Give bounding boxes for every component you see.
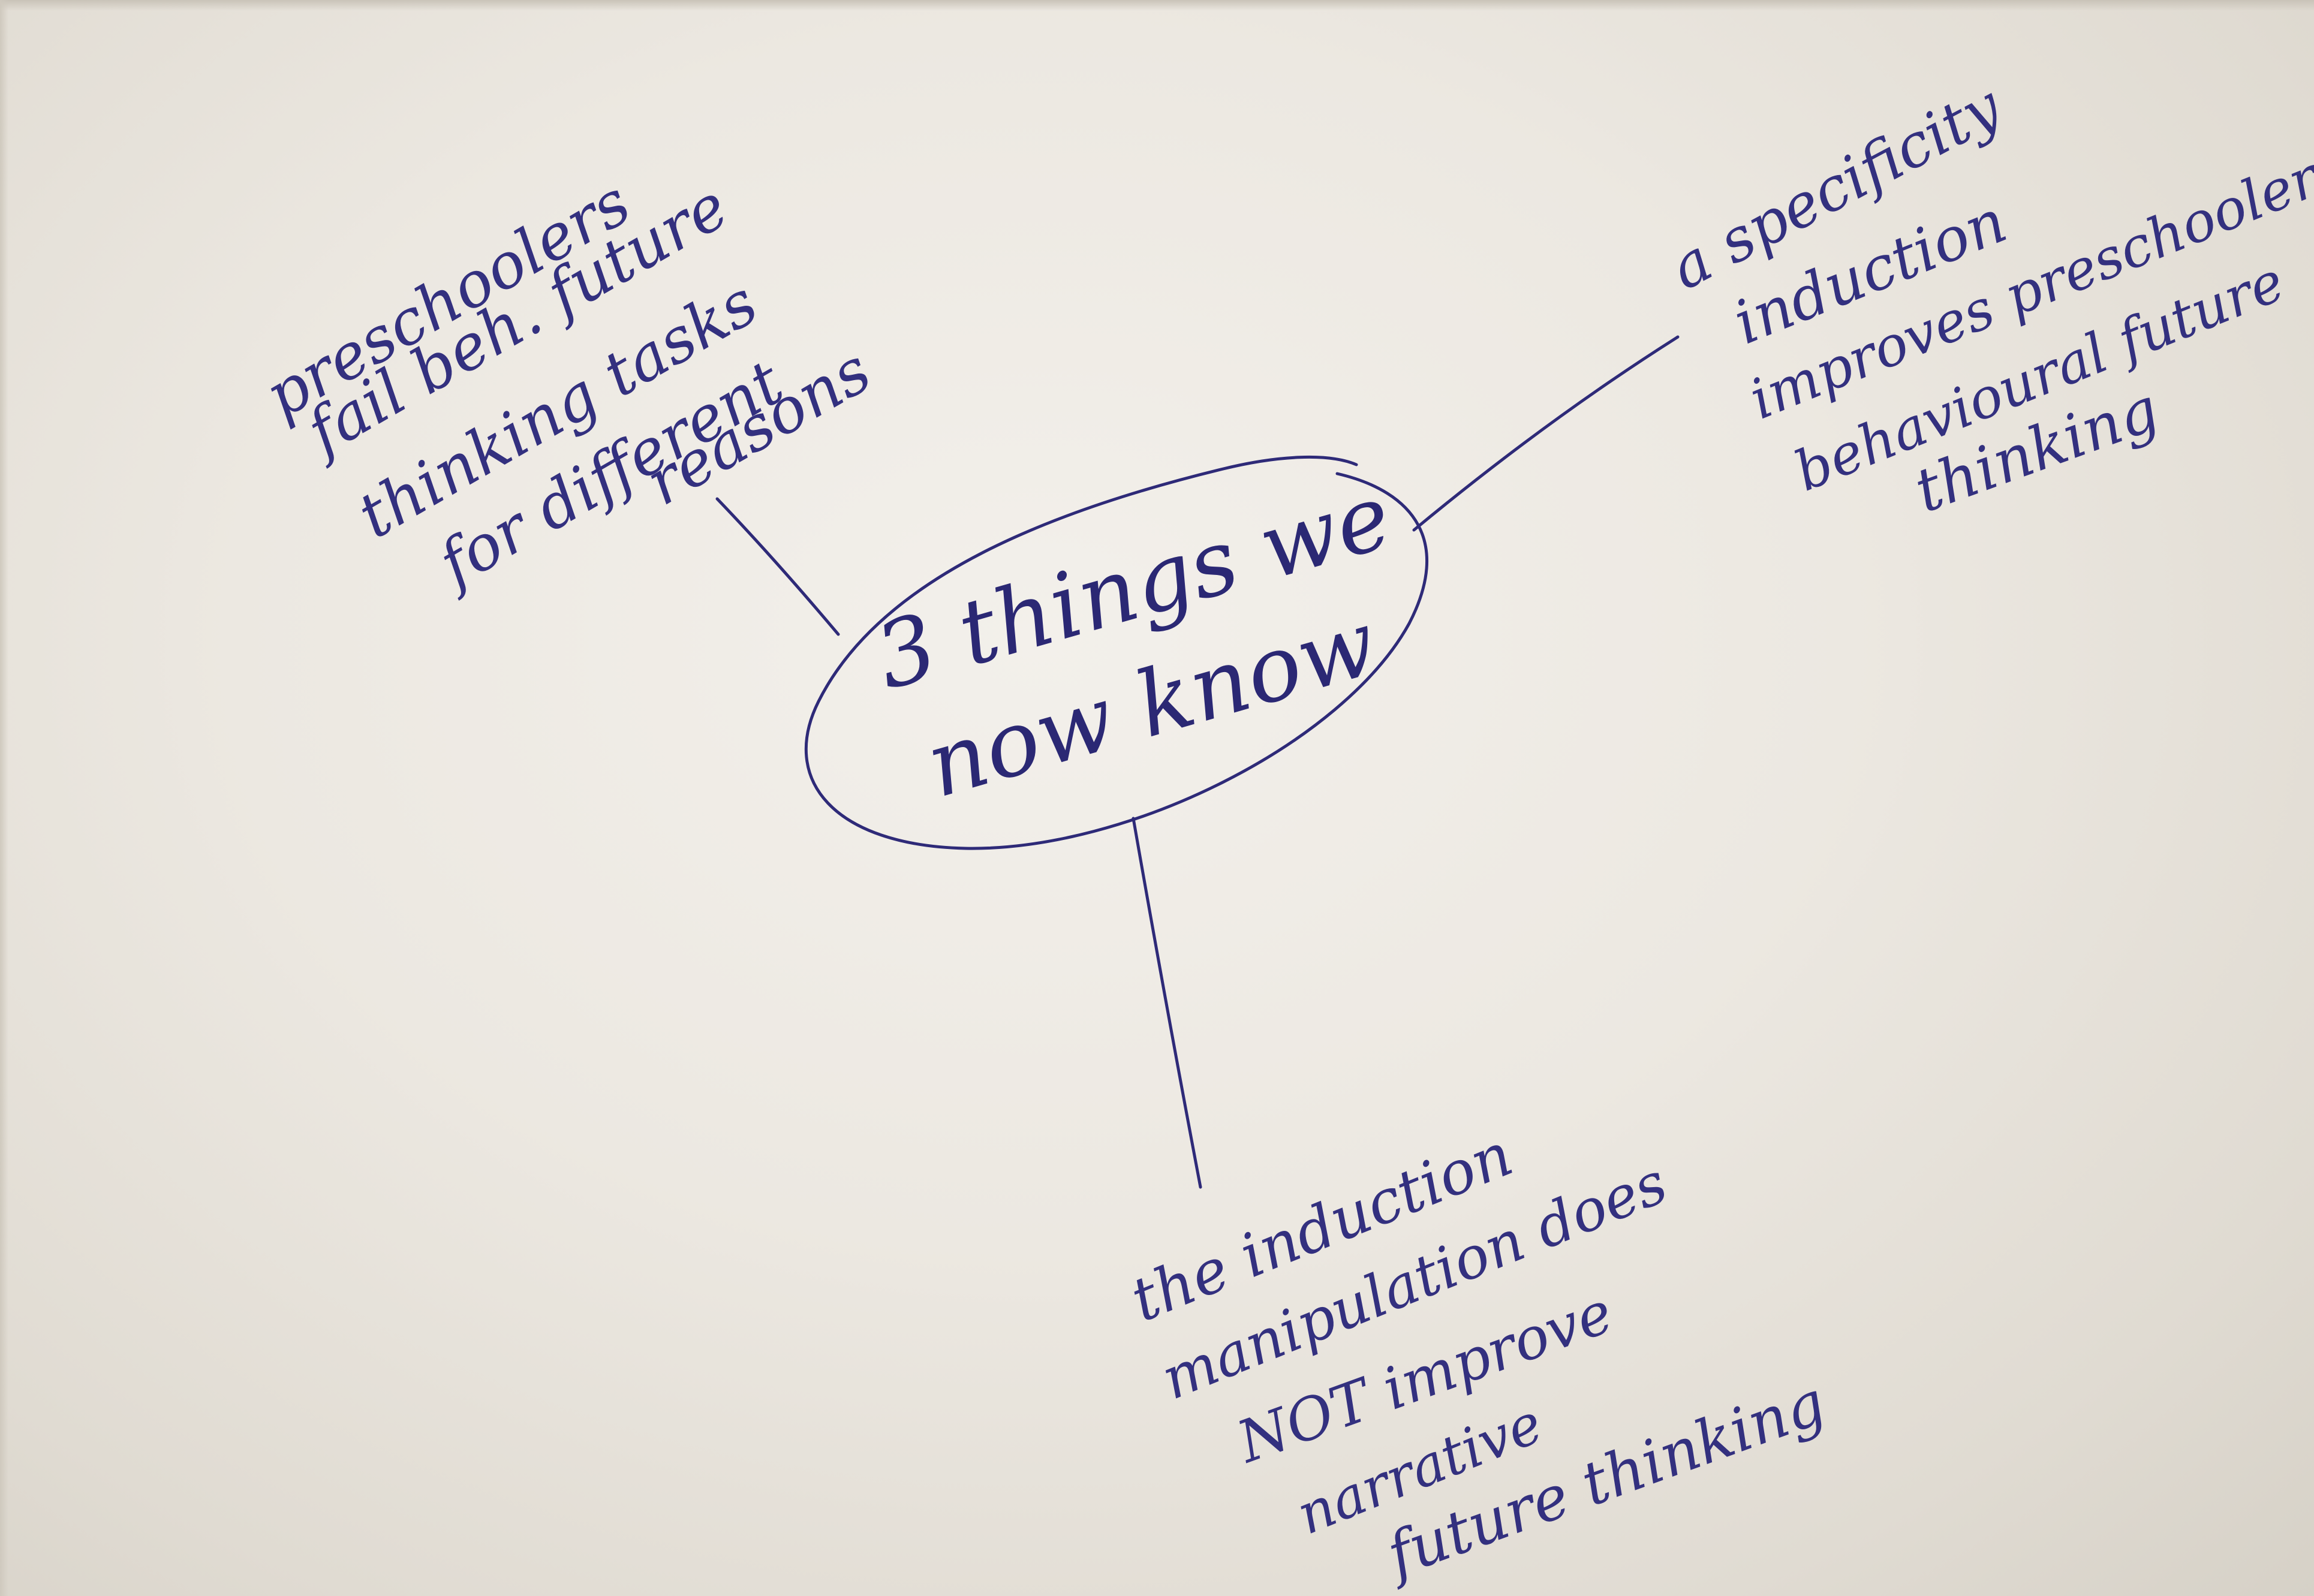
connector-right xyxy=(1412,335,1680,532)
center-ellipse xyxy=(804,455,1429,850)
branch-right-text: a specificity induction improves prescho… xyxy=(1659,71,2314,526)
connector-left xyxy=(715,497,840,636)
branch-bottom-text: the induction manipulation does NOT impr… xyxy=(1121,1119,1834,1592)
paper-edge-shadow-left xyxy=(0,0,8,1596)
branch-left-text: preschoolers fail beh. future thinking t… xyxy=(253,165,883,603)
paper-edge-shadow-top xyxy=(0,0,2314,11)
connector-bottom xyxy=(1132,817,1202,1189)
